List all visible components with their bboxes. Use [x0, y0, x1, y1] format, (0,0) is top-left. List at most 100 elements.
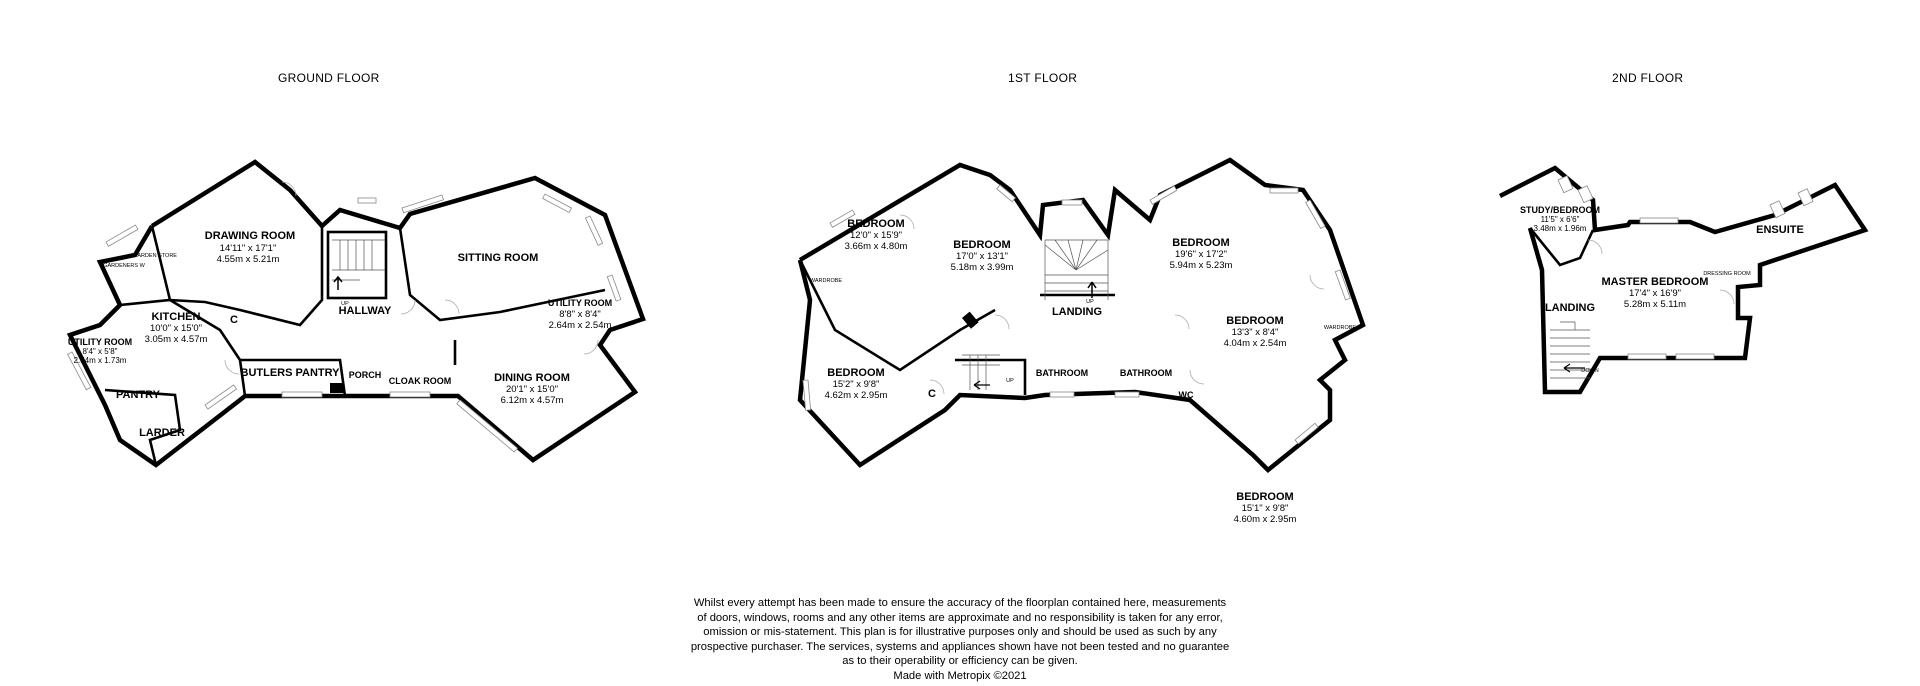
pantry-name: PANTRY	[116, 389, 161, 401]
study-bedroom-imperial: 11'5" x 6'6"	[1541, 215, 1580, 224]
sf-landing-name: LANDING	[1545, 302, 1595, 314]
ff-bedroom-1-name: BEDROOM	[847, 218, 904, 230]
ff-chimney-block	[961, 311, 979, 329]
ff-wardrobe-right-label: WARDROBE	[1324, 325, 1357, 331]
disclaimer-line: as to their operability or efficiency ca…	[842, 655, 1078, 668]
utility-room-left-name: UTILITY ROOM	[68, 337, 132, 347]
ff-bedroom-2-name: BEDROOM	[953, 239, 1010, 251]
master-bedroom-metric: 5.28m x 5.11m	[1624, 299, 1686, 310]
sf-outer-wall	[1498, 165, 1869, 395]
gf-window	[357, 197, 377, 204]
dining-room-name: DINING ROOM	[494, 372, 570, 384]
larder-name: LARDER	[139, 427, 185, 439]
ff-window	[802, 379, 812, 411]
ff-bedroom-3-metric: 5.94m x 5.23m	[1170, 260, 1233, 271]
ground-floor-title: GROUND FLOOR	[278, 71, 380, 85]
utility-room-left-imperial: 8'4" x 5'8"	[83, 347, 118, 356]
utility-room-left-metric: 2.54m x 1.73m	[74, 356, 127, 365]
gf-kitchen-wall	[119, 298, 247, 397]
ff-stairs-up-label: UP	[1086, 299, 1094, 305]
utility-room-right-imperial: 8'8" x 8'4"	[559, 309, 601, 320]
first-floor-title: 1ST FLOOR	[1008, 71, 1078, 85]
sf-stairs-down-label: DOWN	[1581, 368, 1598, 374]
ff-bedroom-1-imperial: 12'0" x 15'9"	[850, 230, 902, 241]
sf-door	[1719, 289, 1735, 305]
kitchen-metric: 3.05m x 4.57m	[145, 334, 208, 345]
kitchen-name: KITCHEN	[152, 311, 201, 323]
sf-window	[1639, 217, 1679, 224]
ff-window	[1114, 391, 1140, 398]
gf-door	[583, 339, 599, 355]
gf-stairs-up-label: UP	[341, 301, 349, 307]
gf-window	[67, 351, 92, 391]
gardeners-wc-name: GARDENERS W	[103, 263, 145, 269]
ground-floor-labels: DRAWING ROOM 14'11" x 17'1" 4.55m x 5.21…	[68, 230, 612, 439]
porch-name: PORCH	[349, 370, 382, 380]
drawing-room-metric: 4.55m x 5.21m	[217, 254, 280, 265]
sf-skylight	[1797, 188, 1814, 207]
gf-sitting-room-wall	[398, 227, 606, 322]
garden-store-name: GARDEN STORE	[133, 253, 177, 259]
sf-stairs	[1550, 321, 1590, 379]
ff-bathroom-2-name: BATHROOM	[1120, 368, 1172, 378]
sf-skylight	[1769, 200, 1786, 219]
study-bedroom-name: STUDY/BEDROOM	[1520, 205, 1600, 215]
ff-bedroom-3-imperial: 19'6" x 17'2"	[1175, 249, 1227, 260]
sitting-room-name: SITTING ROOM	[458, 252, 539, 264]
ensuite-name: ENSUITE	[1756, 224, 1804, 236]
study-bedroom-metric: 3.48m x 1.96m	[1534, 224, 1587, 233]
sf-door	[1587, 239, 1603, 255]
ff-window	[1334, 269, 1351, 301]
master-bedroom-name: MASTER BEDROOM	[1602, 276, 1709, 288]
ff-door	[1174, 314, 1190, 330]
gf-window	[456, 399, 519, 453]
ff-door	[1309, 274, 1325, 290]
first-floor-labels: BEDROOM 12'0" x 15'9" 3.66m x 4.80m BEDR…	[810, 218, 1357, 525]
second-floor-title: 2ND FLOOR	[1612, 71, 1684, 85]
ff-window	[1061, 199, 1083, 206]
utility-room-right-metric: 2.64m x 2.54m	[549, 320, 612, 331]
ff-window	[1305, 199, 1326, 230]
ff-window	[1049, 391, 1075, 398]
ff-bedroom-5-metric: 4.62m x 2.95m	[825, 390, 888, 401]
gf-window	[389, 391, 431, 398]
ff-window	[1294, 422, 1319, 445]
ff-stairs	[962, 239, 1109, 390]
ground-floor-plan	[66, 159, 646, 468]
ff-bedroom-4-metric: 4.04m x 2.54m	[1224, 338, 1287, 349]
ff-bedroom-6-name: BEDROOM	[1236, 491, 1293, 503]
ff-bedroom-2-metric: 5.18m x 3.99m	[951, 262, 1014, 273]
master-bedroom-imperial: 17'4" x 16'9"	[1629, 288, 1681, 299]
disclaimer-credit: Made with Metropix ©2021	[893, 669, 1027, 682]
ff-bathroom-1-name: BATHROOM	[1036, 368, 1088, 378]
sf-skylight	[1557, 175, 1574, 194]
ff-bedroom-2-imperial: 17'0" x 13'1"	[956, 251, 1008, 262]
gf-door	[400, 299, 416, 315]
ff-bedroom-3-name: BEDROOM	[1172, 237, 1229, 249]
ff-wc-name: WC	[1179, 390, 1194, 400]
ff-bedroom-1-metric: 3.66m x 4.80m	[845, 241, 908, 252]
ff-stairs-up-label-2: UP	[1006, 378, 1014, 384]
gf-door	[281, 181, 297, 197]
disclaimer-line: omission or mis-statement. This plan is …	[703, 626, 1217, 639]
disclaimer-line: Whilst every attempt has been made to en…	[693, 597, 1227, 609]
gf-pantry-wall	[104, 388, 182, 466]
sf-window	[1675, 353, 1715, 360]
dining-room-imperial: 20'1" x 15'0"	[506, 384, 558, 395]
ff-cupboard-name: C	[928, 388, 936, 400]
ff-outer-wall	[797, 157, 1366, 474]
hallway-name: HALLWAY	[339, 305, 392, 317]
gf-door	[224, 359, 240, 375]
ff-bedroom-5-imperial: 15'2" x 9'8"	[833, 379, 880, 390]
gf-door	[444, 299, 460, 315]
gf-stair-box	[326, 230, 388, 300]
gf-window	[542, 193, 573, 214]
second-floor-labels: STUDY/BEDROOM 11'5" x 6'6" 3.48m x 1.96m…	[1520, 205, 1804, 374]
gf-window	[401, 194, 444, 214]
ff-window	[1269, 187, 1299, 194]
ff-bedroom-4-imperial: 13'3" x 8'4"	[1232, 327, 1279, 338]
cloak-room-name: CLOAK ROOM	[389, 376, 452, 386]
gf-window	[281, 391, 323, 398]
gf-outer-wall	[66, 159, 646, 468]
ff-window	[829, 209, 856, 228]
